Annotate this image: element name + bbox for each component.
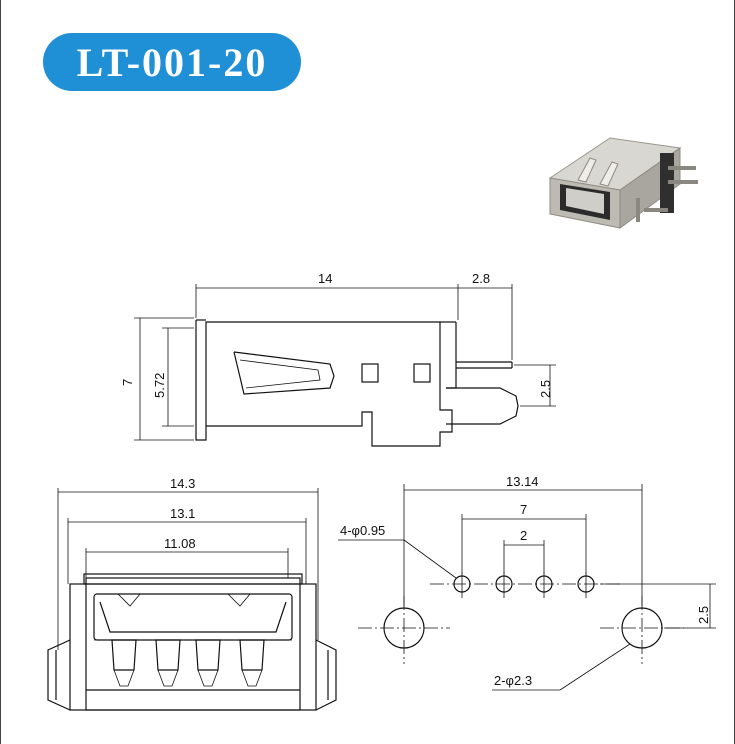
dim-pcb-row-offset: 2.5 [696, 606, 711, 624]
dim-pcb-pitch: 2 [520, 528, 527, 543]
part-number: LT-001-20 [76, 39, 268, 85]
product-photo [548, 137, 698, 229]
left-border [0, 0, 1, 744]
dim-side-height: 7 [120, 379, 135, 386]
dim-front-outer: 14.3 [170, 476, 195, 491]
dim-side-inner-height: 5.72 [152, 373, 167, 398]
dim-side-pin: 2.8 [472, 271, 490, 286]
dim-front-inner: 11.08 [164, 536, 196, 551]
part-number-badge: LT-001-20 [43, 33, 301, 91]
dim-pcb-pin-span: 7 [520, 502, 527, 517]
dim-side-pin-offset: 2.5 [538, 380, 553, 398]
dim-front-mid: 13.1 [170, 506, 195, 521]
dim-side-length: 14 [318, 271, 332, 286]
callout-pin-hole: 4-φ0.95 [340, 523, 385, 538]
callout-mount-hole: 2-φ2.3 [494, 673, 532, 688]
dim-pcb-span: 13.14 [506, 474, 539, 489]
